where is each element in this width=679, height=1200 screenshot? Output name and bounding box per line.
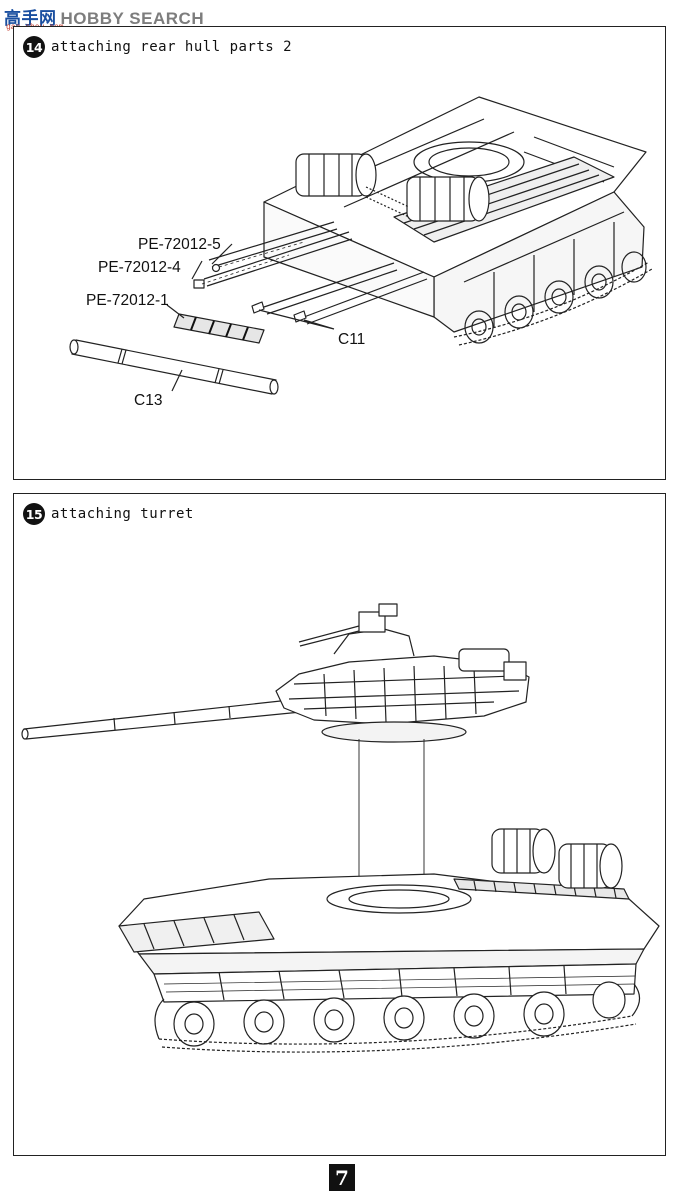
label-c11: C11 — [338, 331, 365, 348]
label-pe-72012-5: PE-72012-5 — [138, 236, 221, 253]
label-pe-72012-1: PE-72012-1 — [86, 292, 169, 309]
step-15-number: 15 — [23, 503, 45, 525]
watermark-en: HOBBY SEARCH — [60, 9, 205, 28]
step-14-panel: 14 attaching rear hull parts 2 — [13, 26, 666, 480]
step-14-number: 14 — [23, 36, 45, 58]
step-14-header: 14 attaching rear hull parts 2 — [23, 36, 292, 58]
step-15-title: attaching turret — [51, 506, 194, 522]
step-15-panel: 15 attaching turret — [13, 493, 666, 1156]
step-15-header: 15 attaching turret — [23, 503, 194, 525]
label-pe-72012-4: PE-72012-4 — [98, 259, 181, 276]
turret-illustration — [21, 603, 660, 1053]
step-14-title: attaching rear hull parts 2 — [51, 39, 293, 55]
watermark-cn: 高手网 — [4, 9, 57, 28]
label-c13: C13 — [134, 392, 162, 409]
rear-hull-illustration: PE-72012-5 PE-72012-4 PE-72012-1 C11 C13 — [69, 96, 653, 409]
page-number: 7 — [329, 1164, 355, 1191]
